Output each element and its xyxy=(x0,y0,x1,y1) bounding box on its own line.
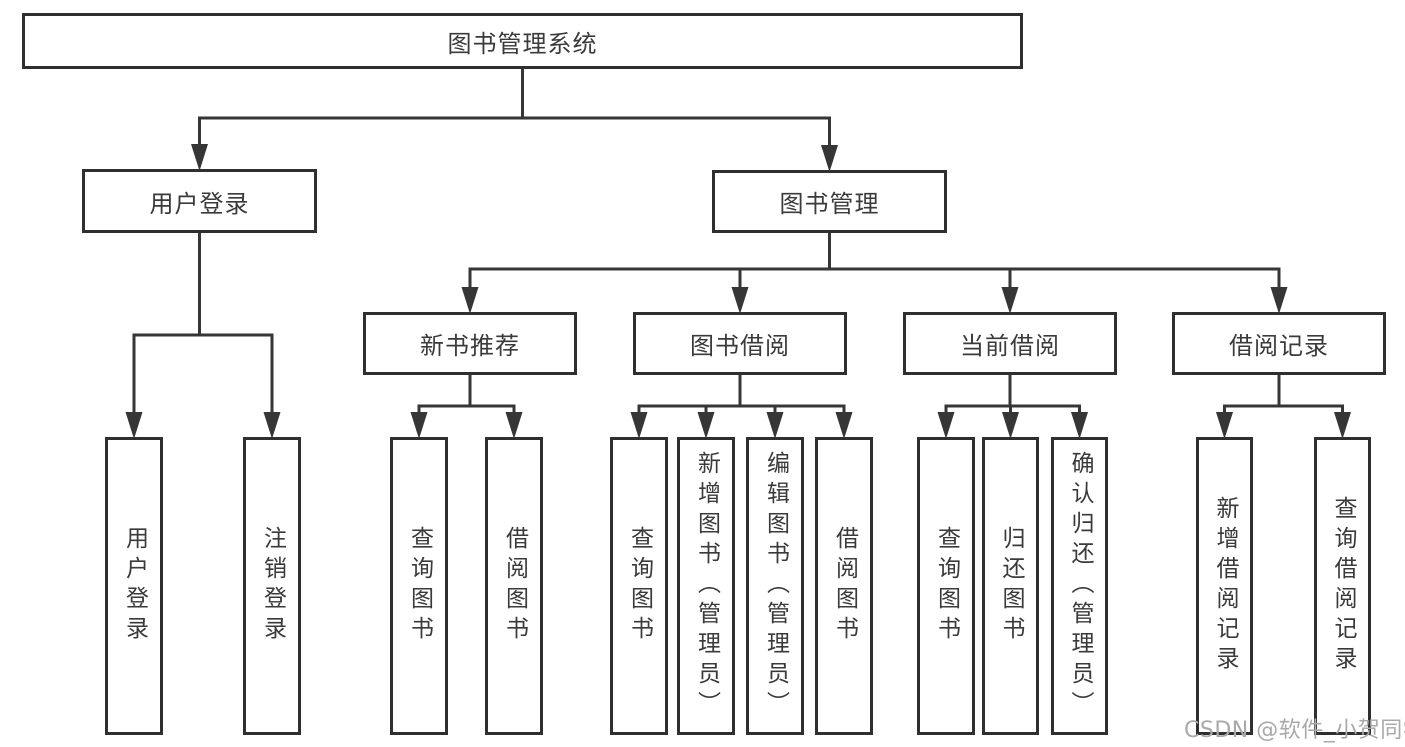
node-label: 借阅图书 xyxy=(831,526,858,646)
node-label: 借阅图书 xyxy=(501,526,528,646)
connector-edge xyxy=(738,233,831,293)
connector-edge xyxy=(1008,375,1012,418)
node-label: 查询图书 xyxy=(406,526,433,646)
node-leaf-cb-confirm: 确认归还（管理员） xyxy=(1051,437,1108,735)
node-label: 图书管理系统 xyxy=(447,29,598,58)
node-label: 查询图书 xyxy=(933,526,960,646)
node-user-login: 用户登录 xyxy=(82,169,317,233)
arrowhead-icon xyxy=(697,412,715,439)
node-label: 新增借阅记录 xyxy=(1212,496,1238,676)
connector-edge xyxy=(521,69,831,151)
connector-edge xyxy=(417,375,472,418)
node-leaf-user-login: 用户登录 xyxy=(105,437,163,735)
connector-edge xyxy=(1277,375,1344,418)
arrowhead-icon xyxy=(731,287,749,314)
connector-edge xyxy=(198,233,274,418)
arrowhead-icon xyxy=(1270,287,1288,314)
arrowhead-icon xyxy=(1216,412,1233,439)
node-leaf-br-query: 查询借阅记录 xyxy=(1314,437,1371,735)
node-label: 新书推荐 xyxy=(420,332,520,360)
arrowhead-icon xyxy=(1334,412,1351,439)
node-leaf-logout: 注销登录 xyxy=(243,437,301,735)
node-label: 借阅记录 xyxy=(1229,332,1329,360)
node-current-borrow: 当前借阅 xyxy=(903,312,1117,375)
connector-edge xyxy=(828,233,1012,293)
connector-edge xyxy=(738,375,846,418)
connector-edge xyxy=(198,69,524,150)
arrowhead-icon xyxy=(263,412,281,439)
connector-edge xyxy=(828,233,1281,293)
arrowhead-icon xyxy=(125,412,143,439)
node-label: 确认归还（管理员） xyxy=(1067,451,1093,721)
node-leaf-cb-return: 归还图书 xyxy=(982,437,1039,735)
node-label: 新增图书（管理员） xyxy=(693,451,720,721)
node-label: 查询图书 xyxy=(626,526,653,646)
node-new-book: 新书推荐 xyxy=(363,312,577,375)
connector-edge xyxy=(1008,375,1081,418)
arrowhead-icon xyxy=(630,412,648,439)
node-leaf-nb-query: 查询图书 xyxy=(390,437,448,735)
node-label: 用户登录 xyxy=(121,526,148,646)
connector-edge xyxy=(704,375,742,418)
arrowhead-icon xyxy=(766,412,784,439)
connector-edge xyxy=(468,375,516,418)
node-label: 用户登录 xyxy=(149,189,250,218)
node-label: 图书管理 xyxy=(779,190,880,218)
node-label: 查询借阅记录 xyxy=(1330,496,1356,676)
node-leaf-bb-borrow: 借阅图书 xyxy=(815,437,873,735)
node-leaf-nb-borrow: 借阅图书 xyxy=(485,437,543,735)
connector-edge xyxy=(944,375,1012,418)
node-leaf-bb-add: 新增图书（管理员） xyxy=(677,437,735,735)
arrowhead-icon xyxy=(1002,412,1019,439)
node-leaf-cb-query: 查询图书 xyxy=(917,437,975,735)
arrowhead-icon xyxy=(1071,412,1088,439)
connector-edge xyxy=(637,375,742,418)
watermark: CSDN @软件_小贺同学 xyxy=(1184,718,1405,743)
node-leaf-br-add: 新增借阅记录 xyxy=(1196,437,1253,735)
arrowhead-icon xyxy=(461,287,479,314)
arrowhead-icon xyxy=(937,412,955,439)
arrowhead-icon xyxy=(505,412,523,439)
node-root: 图书管理系统 xyxy=(22,13,1023,69)
node-leaf-bb-query: 查询图书 xyxy=(610,437,668,735)
connector-edge xyxy=(1223,375,1281,418)
arrowhead-icon xyxy=(191,144,208,171)
connector-edge xyxy=(468,233,831,293)
arrowhead-icon xyxy=(410,412,428,439)
node-label: 归还图书 xyxy=(998,526,1024,646)
node-label: 当前借阅 xyxy=(960,332,1060,360)
node-label: 注销登录 xyxy=(259,526,286,646)
node-borrow-record: 借阅记录 xyxy=(1172,312,1386,375)
node-label: 编辑图书（管理员） xyxy=(762,451,789,721)
node-book-borrow: 图书借阅 xyxy=(633,312,847,375)
arrowhead-icon xyxy=(1001,287,1019,314)
node-label: 图书借阅 xyxy=(690,332,790,360)
node-leaf-bb-edit: 编辑图书（管理员） xyxy=(746,437,804,735)
arrowhead-icon xyxy=(821,145,838,172)
connector-edge xyxy=(738,375,777,418)
connector-edge xyxy=(132,233,201,418)
node-book-mgmt: 图书管理 xyxy=(712,170,947,233)
arrowhead-icon xyxy=(835,412,853,439)
